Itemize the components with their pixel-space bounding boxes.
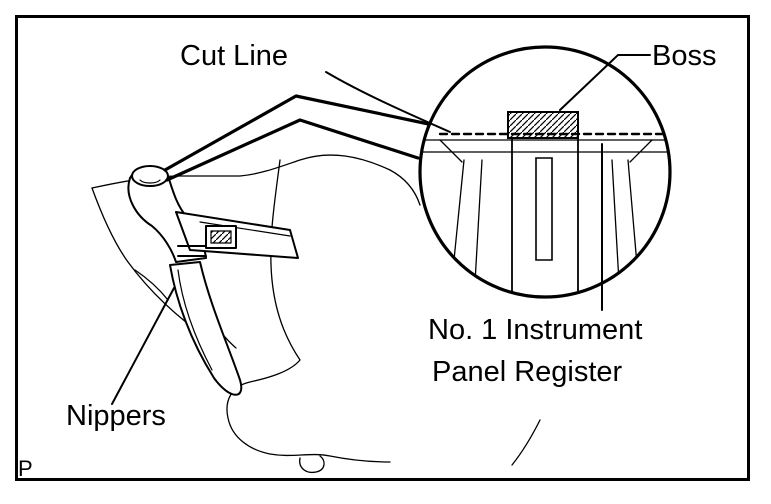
leader-cut-line <box>325 71 451 133</box>
register-label-line1: No. 1 Instrument <box>428 314 643 346</box>
zoom-cone <box>163 94 440 182</box>
nippers-label: Nippers <box>66 400 166 432</box>
nippers-tool <box>127 165 299 396</box>
cut-line-label: Cut Line <box>180 40 289 72</box>
leader-nippers <box>111 287 175 405</box>
figure-code: P <box>18 456 33 481</box>
leader-boss <box>559 54 651 111</box>
detail-magnifier <box>418 45 672 299</box>
boss-label: Boss <box>652 40 717 72</box>
register-label-line2: Panel Register <box>432 356 623 388</box>
leader-lines <box>111 54 651 405</box>
